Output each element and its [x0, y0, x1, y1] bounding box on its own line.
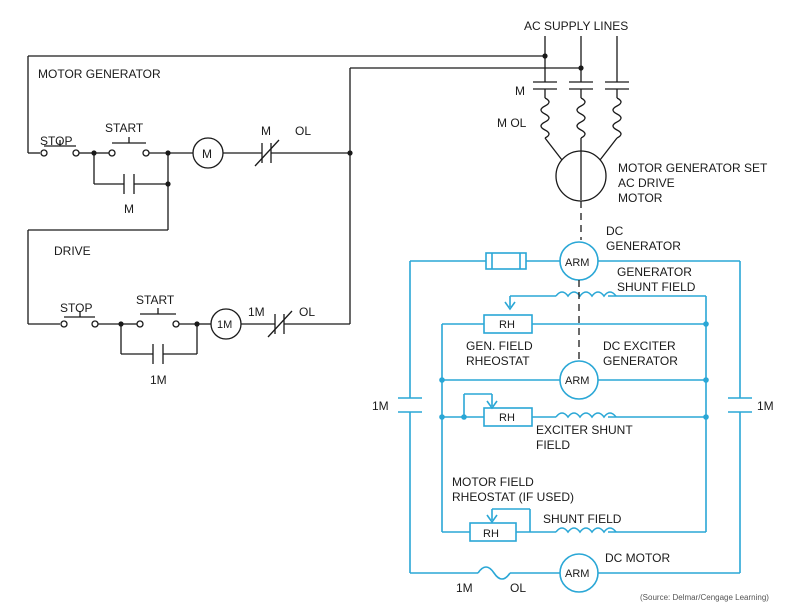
motor-generator-label: MOTOR GENERATOR — [38, 67, 161, 81]
m-contact-label: M — [515, 84, 525, 98]
m-ol-label: M OL — [497, 116, 527, 130]
m-aux-label: M — [124, 202, 134, 216]
ac-supply-label: AC SUPPLY LINES — [524, 19, 628, 33]
drive-label: DRIVE — [54, 244, 91, 258]
motor-field-line2: RHEOSTAT (IF USED) — [452, 490, 574, 504]
motor-field-line1: MOTOR FIELD — [452, 475, 534, 489]
bottom-1m-label: 1M — [456, 581, 473, 595]
left-1m-label: 1M — [372, 399, 389, 413]
exc-rh-label: RH — [499, 412, 515, 424]
gen-shunt-line2: SHUNT FIELD — [617, 280, 696, 294]
coil-1m-label: 1M — [217, 319, 232, 331]
start2-label: START — [136, 293, 175, 307]
ac-drive-motor — [555, 150, 607, 240]
exc-shunt-line2: FIELD — [536, 438, 570, 452]
dc-circuit — [398, 241, 752, 593]
dc-gen-arm-label: ARM — [565, 257, 589, 269]
shunt-field-label: SHUNT FIELD — [543, 512, 622, 526]
dc-motor-label: DC MOTOR — [605, 551, 670, 565]
m-ol-contact-ol-label: OL — [295, 124, 311, 138]
dc-gen-line2: GENERATOR — [606, 239, 681, 253]
ol2-label: OL — [299, 305, 315, 319]
labels: AC SUPPLY LINES M M OL MOTOR GENERATOR S… — [38, 19, 774, 602]
exc-shunt-line1: EXCITER SHUNT — [536, 423, 633, 437]
right-1m-label: 1M — [757, 399, 774, 413]
start1-label: START — [105, 121, 144, 135]
stop2-label: STOP — [60, 301, 92, 315]
gen-field-line2: RHEOSTAT — [466, 354, 530, 368]
m-main-contacts — [533, 81, 629, 98]
aux-1m-label: 1M — [150, 373, 167, 387]
motor-rh-label: RH — [483, 528, 499, 540]
control-circuit — [27, 56, 353, 364]
m-coil-label: M — [202, 147, 212, 161]
mg-set-line1: MOTOR GENERATOR SET — [618, 161, 768, 175]
mg-set-line2: AC DRIVE — [618, 176, 675, 190]
stop1-label: STOP — [40, 134, 72, 148]
ac-supply-lines — [28, 36, 618, 82]
m-ol-contact-m-label: M — [261, 124, 271, 138]
bottom-ol-label: OL — [510, 581, 526, 595]
ol-1m-label: 1M — [248, 305, 265, 319]
gen-rh-label: RH — [499, 319, 515, 331]
dc-motor-arm-label: ARM — [565, 568, 589, 580]
gen-field-line1: GEN. FIELD — [466, 339, 533, 353]
dc-gen-line1: DC — [606, 224, 624, 238]
exciter-arm-label: ARM — [565, 375, 589, 387]
overload-heaters — [540, 97, 622, 161]
dc-exciter-line2: GENERATOR — [603, 354, 678, 368]
mg-set-line3: MOTOR — [618, 191, 663, 205]
source-credit: (Source: Delmar/Cengage Learning) — [640, 593, 769, 602]
dc-exciter-line1: DC EXCITER — [603, 339, 676, 353]
gen-shunt-line1: GENERATOR — [617, 265, 692, 279]
